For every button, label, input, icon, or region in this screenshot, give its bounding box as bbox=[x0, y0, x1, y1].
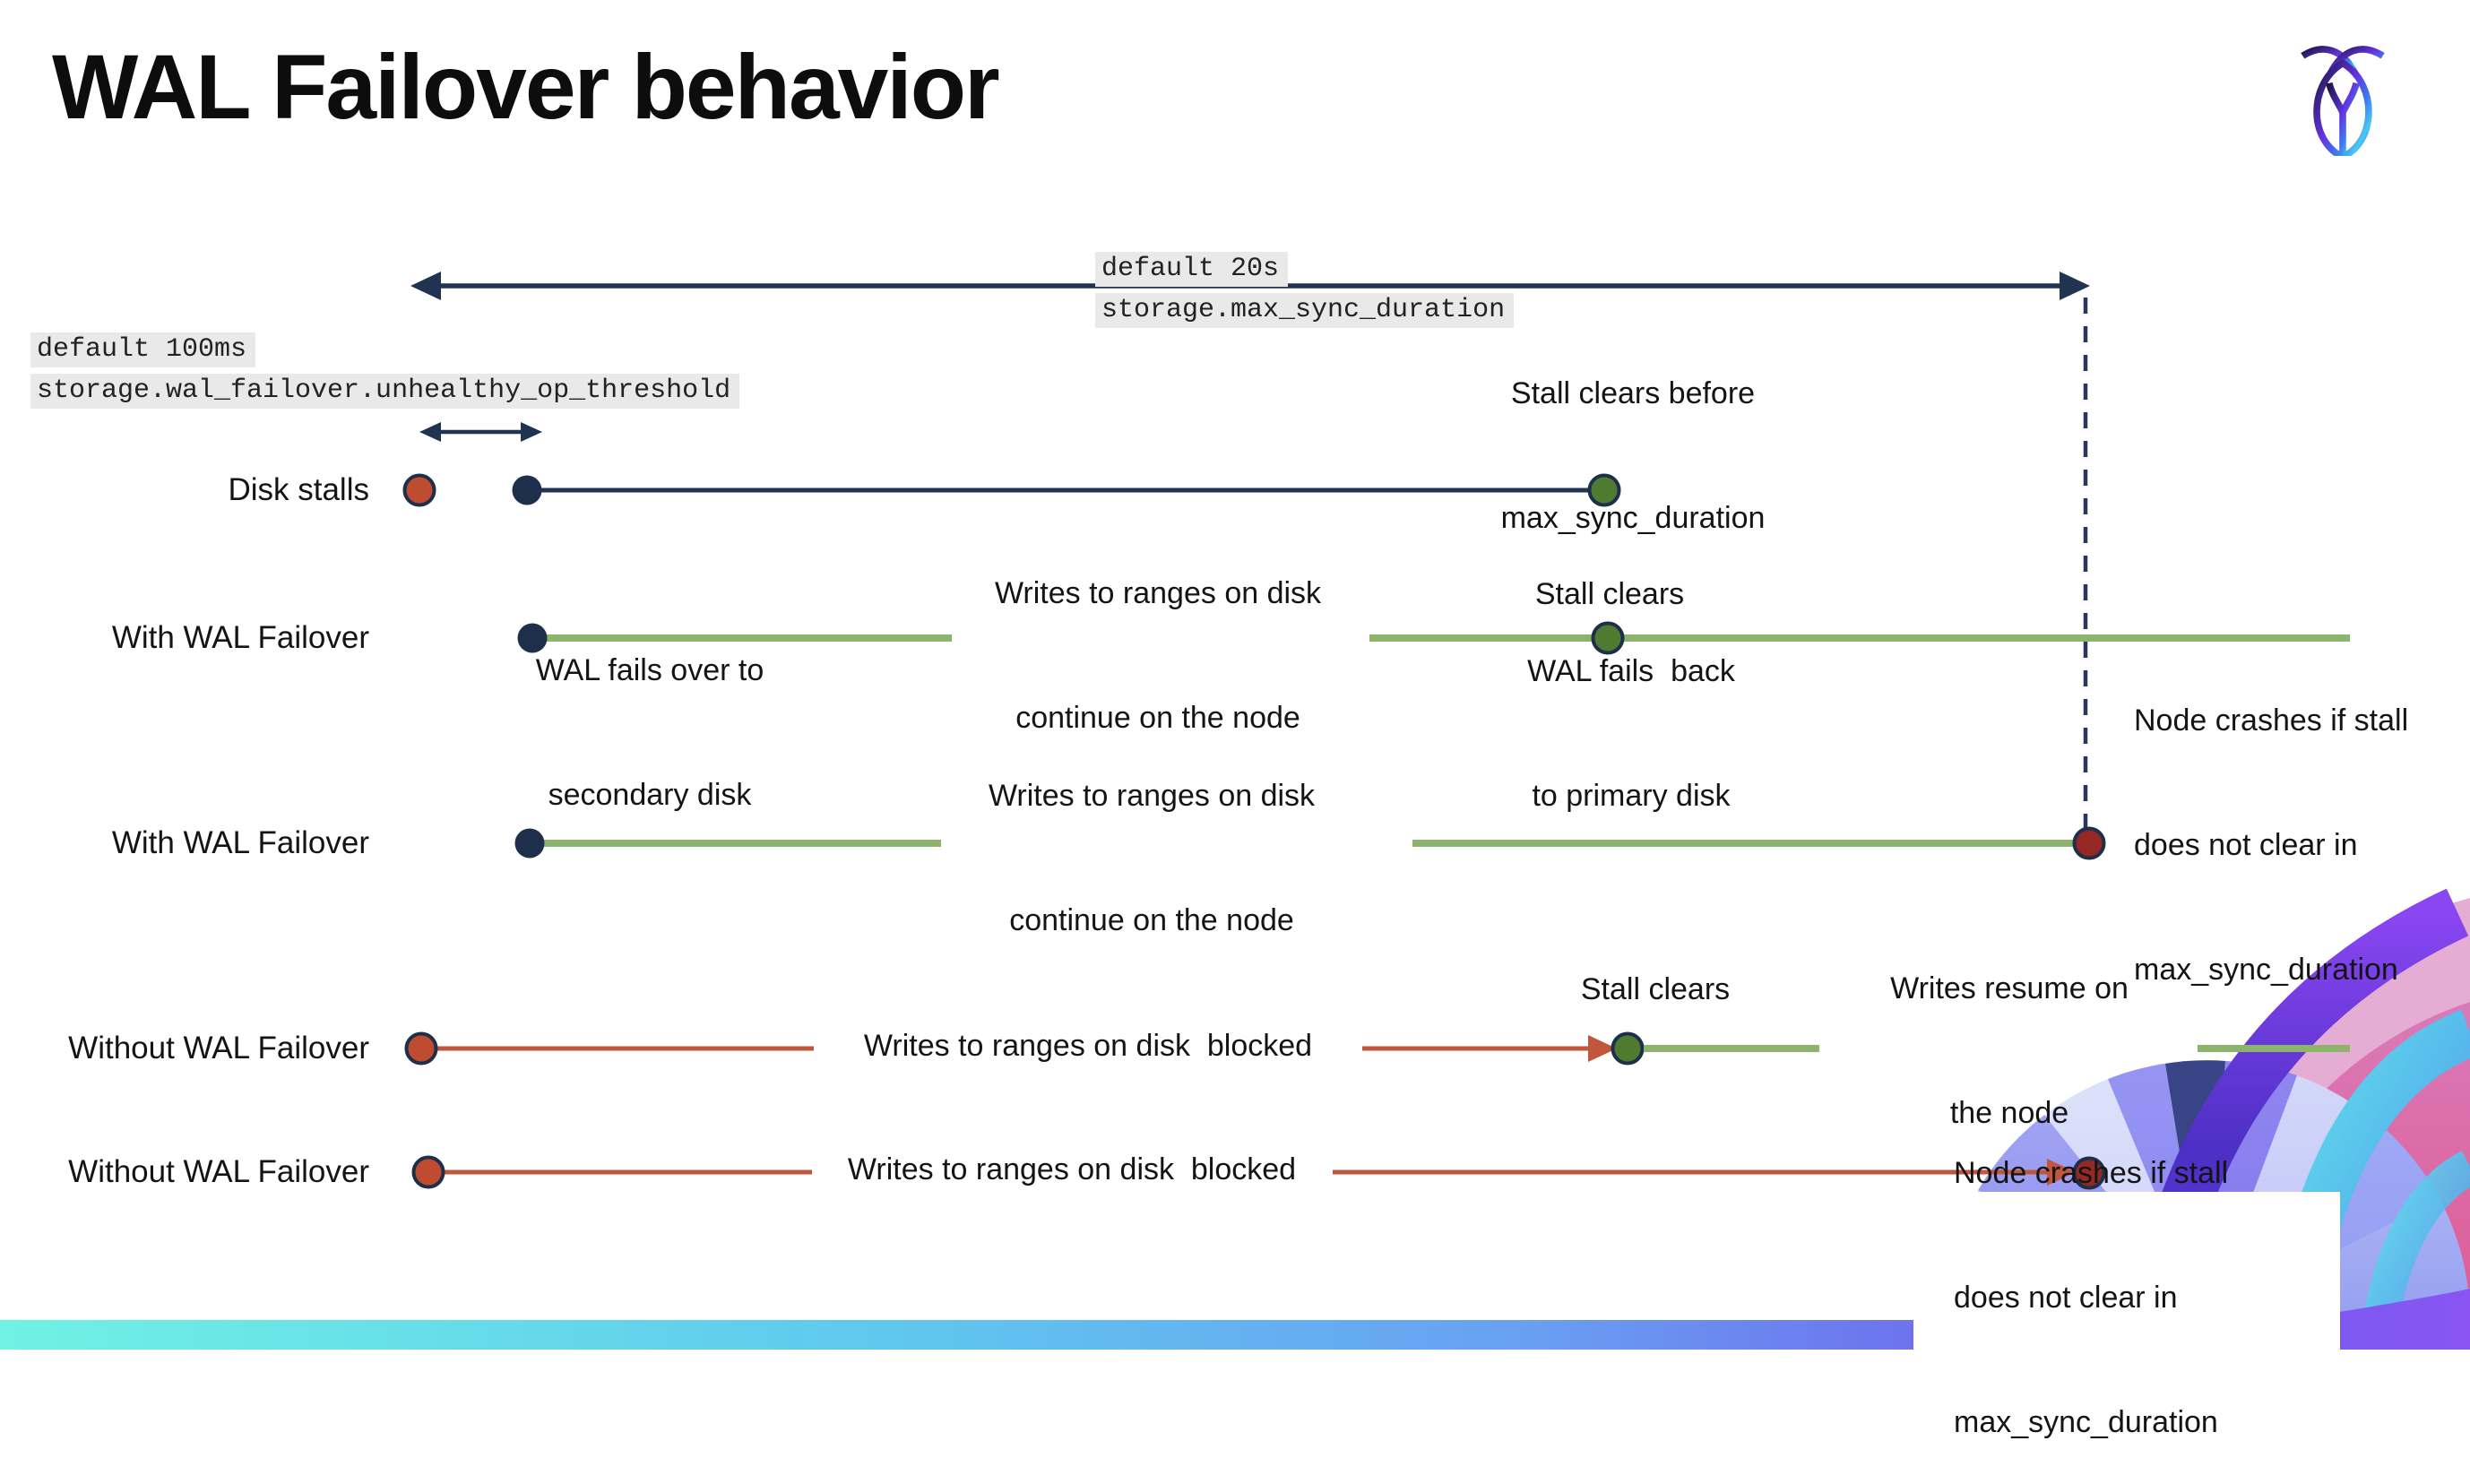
row-label-with-wal-failover-1: With WAL Failover bbox=[111, 620, 369, 655]
row-label-with-wal-failover-2: With WAL Failover bbox=[111, 825, 369, 860]
arrowhead-right-icon bbox=[521, 422, 542, 442]
failover-dot bbox=[517, 623, 548, 653]
annotation-writes-blocked-2: Writes to ranges on disk blocked bbox=[847, 1152, 1297, 1186]
stall-clears-dot bbox=[1611, 1031, 1645, 1066]
unhealthy-op-setting-label: storage.wal_failover.unhealthy_op_thresh… bbox=[30, 374, 740, 409]
annotation-stall-clears-1: Stall clears bbox=[1534, 576, 1685, 611]
row-label-without-wal-failover-2: Without WAL Failover bbox=[68, 1154, 369, 1189]
annotation-stall-clears-2: Stall clears bbox=[1580, 971, 1731, 1006]
arrowhead-right-icon bbox=[2060, 272, 2090, 300]
arrowhead-left-icon bbox=[419, 422, 441, 442]
logo-body bbox=[2313, 59, 2372, 156]
stall-clears-dot bbox=[1591, 621, 1625, 655]
cockroach-labs-logo bbox=[2301, 46, 2385, 156]
max-sync-default-label: default 20s bbox=[1095, 252, 1289, 287]
row-label-without-wal-failover-1: Without WAL Failover bbox=[68, 1031, 369, 1066]
annotation-node-crashes-1: Node crashes if stall does not clear in … bbox=[2134, 703, 2409, 987]
red-arrowhead-icon bbox=[2047, 1159, 2076, 1186]
annotation-writes-resume: Writes resume on the node bbox=[1890, 971, 2129, 1131]
row-label-disk-stalls: Disk stalls bbox=[228, 472, 369, 507]
max-sync-setting-label: storage.max_sync_duration bbox=[1095, 293, 1515, 328]
stall-start-dot bbox=[411, 1155, 445, 1189]
timeline-canvas bbox=[402, 272, 2350, 1190]
page-title: WAL Failover behavior bbox=[52, 36, 1000, 138]
failover-dot bbox=[514, 828, 545, 858]
red-arrowhead-icon bbox=[1588, 1035, 1617, 1062]
unhealthy-op-default-label: default 100ms bbox=[30, 332, 256, 367]
stall-clears-dot bbox=[1587, 473, 1621, 507]
annotation-writes-continue-1: Writes to ranges on disk continue on the… bbox=[994, 576, 1322, 736]
annotation-wal-fails-back: WAL fails back to primary disk bbox=[1527, 654, 1735, 814]
annotation-node-crashes-2: Node crashes if stall does not clear in … bbox=[1954, 1156, 2229, 1439]
annotation-writes-blocked-1: Writes to ranges on disk blocked bbox=[863, 1028, 1313, 1063]
stall-start-dot bbox=[402, 473, 436, 507]
node-crash-dot bbox=[2072, 1156, 2106, 1190]
unhealthy-op-callout: default 100ms storage.wal_failover.unhea… bbox=[30, 332, 740, 409]
annotation-writes-continue-2: Writes to ranges on disk continue on the… bbox=[988, 779, 1316, 938]
arrowhead-left-icon bbox=[410, 272, 441, 300]
max-sync-callout: default 20s storage.max_sync_duration bbox=[1095, 252, 1515, 328]
node-crash-dot bbox=[2072, 826, 2106, 860]
annotation-wal-fails-over: WAL fails over to secondary disk bbox=[535, 653, 764, 813]
caption-box bbox=[1913, 1192, 2340, 1350]
stall-start-dot bbox=[404, 1031, 438, 1066]
logo-wishbone bbox=[2326, 82, 2360, 154]
threshold-dot bbox=[512, 475, 542, 505]
annotation-stall-clears-before: Stall clears before max_sync_duration bbox=[1500, 376, 1766, 536]
